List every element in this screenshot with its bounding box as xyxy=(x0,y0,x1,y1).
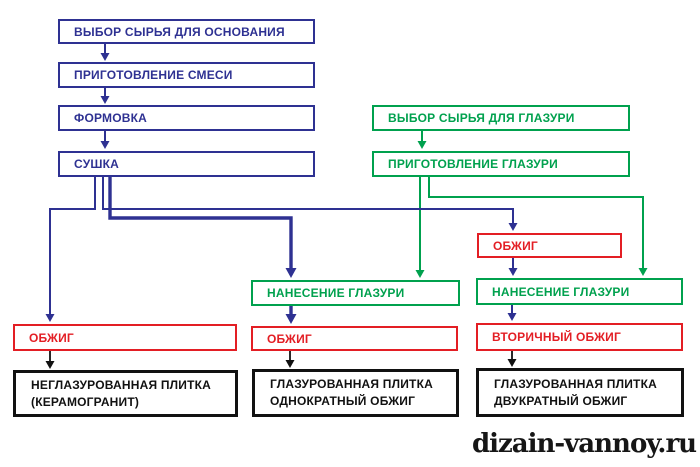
node-secondary-firing: ВТОРИЧНЫЙ ОБЖИГ xyxy=(476,323,683,351)
arrow-prepare-glaze-to-glaze-apply-right xyxy=(428,177,648,276)
node-label: ФОРМОВКА xyxy=(74,111,148,125)
node-firing-right-first: ОБЖИГ xyxy=(477,233,622,258)
node-select-glaze-raw: ВЫБОР СЫРЬЯ ДЛЯ ГЛАЗУРИ xyxy=(372,105,630,131)
node-firing-left: ОБЖИГ xyxy=(13,324,237,351)
node-label: НАНЕСЕНИЕ ГЛАЗУРИ xyxy=(267,286,405,300)
node-label: НАНЕСЕНИЕ ГЛАЗУРИ xyxy=(492,284,630,299)
node-label: СУШКА xyxy=(74,157,120,171)
arrow-drying-to-firing-left xyxy=(45,177,96,322)
node-label: ОБЖИГ xyxy=(267,331,312,346)
node-label-line1: ГЛАЗУРОВАННАЯ ПЛИТКА xyxy=(270,377,433,391)
arrow-firing-mid-to-result-single xyxy=(285,351,295,368)
arrow-glaze-apply-mid-to-firing-mid xyxy=(285,306,297,324)
arrow-forming-to-drying xyxy=(100,131,110,149)
node-glaze-apply-mid: НАНЕСЕНИЕ ГЛАЗУРИ xyxy=(251,280,460,306)
node-prepare-glaze: ПРИГОТОВЛЕНИЕ ГЛАЗУРИ xyxy=(372,151,630,177)
arrow-select-base-to-prepare-mix xyxy=(100,44,110,61)
node-result-unglazed: НЕГЛАЗУРОВАННАЯ ПЛИТКА (КЕРАМОГРАНИТ) xyxy=(13,370,238,417)
node-forming: ФОРМОВКА xyxy=(58,105,315,131)
node-label-line1: НЕГЛАЗУРОВАННАЯ ПЛИТКА xyxy=(31,377,212,392)
arrow-secondary-firing-to-result-double xyxy=(507,351,517,367)
arrow-select-glaze-to-prepare-glaze xyxy=(417,131,427,149)
node-label: ВЫБОР СЫРЬЯ ДЛЯ ОСНОВАНИЯ xyxy=(74,24,285,39)
node-label: ОБЖИГ xyxy=(493,238,538,253)
site-watermark: dizain-vannoy.ru xyxy=(471,429,697,459)
node-result-double: ГЛАЗУРОВАННАЯ ПЛИТКА ДВУКРАТНЫЙ ОБЖИГ xyxy=(476,368,684,417)
node-label: ВТОРИЧНЫЙ ОБЖИГ xyxy=(492,330,621,344)
node-result-single: ГЛАЗУРОВАННАЯ ПЛИТКА ОДНОКРАТНЫЙ ОБЖИГ xyxy=(252,369,459,417)
arrow-firing-right-first-to-glaze-apply-right xyxy=(508,258,518,276)
arrow-prepare-glaze-to-glaze-apply-mid xyxy=(415,177,425,278)
node-firing-mid: ОБЖИГ xyxy=(251,326,458,351)
node-select-base-raw: ВЫБОР СЫРЬЯ ДЛЯ ОСНОВАНИЯ xyxy=(58,19,315,44)
node-label: ПРИГОТОВЛЕНИЕ ГЛАЗУРИ xyxy=(388,157,558,171)
node-label: ПРИГОТОВЛЕНИЕ СМЕСИ xyxy=(74,68,233,82)
node-label-line2: (КЕРАМОГРАНИТ) xyxy=(31,394,140,409)
node-label-line1: ГЛАЗУРОВАННАЯ ПЛИТКА xyxy=(494,376,657,391)
node-drying: СУШКА xyxy=(58,151,315,177)
node-label: ВЫБОР СЫРЬЯ ДЛЯ ГЛАЗУРИ xyxy=(388,111,575,125)
arrow-glaze-apply-right-to-secondary-firing xyxy=(507,305,517,321)
node-label-line2: ДВУКРАТНЫЙ ОБЖИГ xyxy=(494,393,628,408)
node-label-line2: ОДНОКРАТНЫЙ ОБЖИГ xyxy=(270,394,416,408)
arrow-prepare-mix-to-forming xyxy=(100,88,110,104)
node-glaze-apply-right: НАНЕСЕНИЕ ГЛАЗУРИ xyxy=(476,278,683,305)
node-prepare-mix: ПРИГОТОВЛЕНИЕ СМЕСИ xyxy=(58,62,315,88)
arrow-firing-left-to-result-unglazed xyxy=(45,351,55,369)
node-label: ОБЖИГ xyxy=(29,330,74,345)
arrow-drying-to-firing-right-first xyxy=(102,177,518,231)
arrow-drying-to-glaze-apply-mid xyxy=(108,177,297,278)
